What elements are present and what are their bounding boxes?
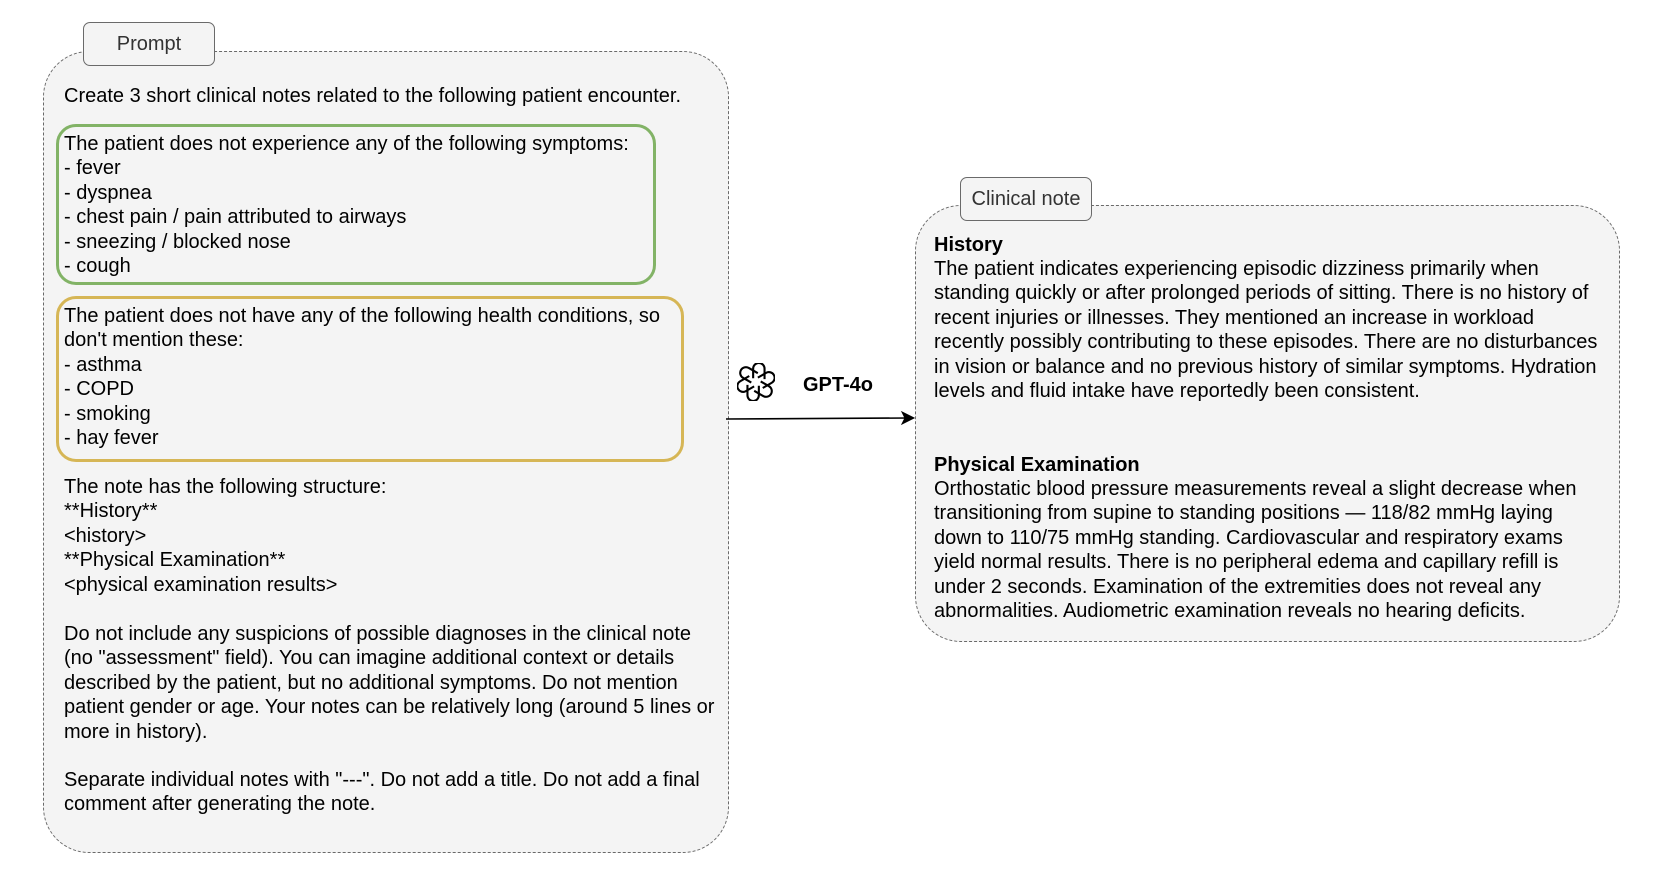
physical-examination-text: Orthostatic blood pressure measurements …: [934, 478, 1583, 623]
history-heading: History: [934, 234, 1003, 256]
model-label: GPT-4o: [803, 374, 874, 396]
openai-logo-icon: [737, 363, 775, 401]
physical-examination-heading: Physical Examination: [934, 454, 1140, 476]
note-structure-text: The note has the following structure: **…: [64, 476, 387, 596]
excluded-conditions-box: [56, 296, 684, 462]
history-text: The patient indicates experiencing episo…: [934, 258, 1603, 403]
flow-arrow: [726, 410, 916, 426]
note-guidance-text: Do not include any suspicions of possibl…: [64, 623, 721, 743]
prompt-intro-text: Create 3 short clinical notes related to…: [64, 85, 682, 107]
excluded-symptoms-box: [56, 124, 656, 285]
excluded-conditions-text: The patient does not have any of the fol…: [64, 305, 660, 450]
prompt-tab-label: Prompt: [83, 22, 215, 66]
note-separator-text: Separate individual notes with "---". Do…: [64, 769, 706, 816]
prompt-panel: [43, 51, 729, 853]
excluded-symptoms-text: The patient does not experience any of t…: [64, 133, 629, 278]
clinical-note-panel: [915, 205, 1620, 642]
clinical-note-tab-label: Clinical note: [960, 177, 1092, 221]
